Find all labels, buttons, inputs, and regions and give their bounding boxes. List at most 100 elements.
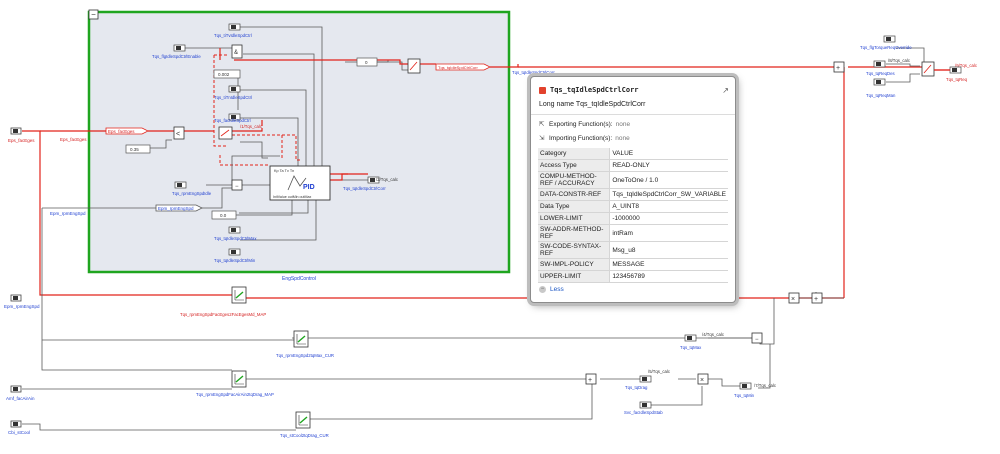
lookup-curve-tqMax[interactable]: Tqs_rpmEngSpd2tqMax_CUR <box>276 330 334 358</box>
subsystem-engspdcontrol[interactable]: − EngSpdControl <box>87 9 511 282</box>
input-tiTvIdleSpdCtrl[interactable]: Tqs_tiTvIdleSpdCtrl <box>214 23 252 38</box>
diagram-label: Tqs_facIdleSpdCtrl <box>214 118 251 123</box>
label-7-tqs-calc: /7/Tqs_calc <box>754 383 777 388</box>
property-value: Tqs_tqIdleSpdCtrlCorr_SW_VARIABLE <box>609 188 728 201</box>
exporting-value: none <box>615 120 631 128</box>
property-value: 123456789 <box>609 270 728 283</box>
signal-type-icon <box>539 86 546 94</box>
exporting-functions-row: ⇱ Exporting Function(s): none <box>531 117 735 131</box>
table-row: LOWER-LIMIT-1000000 <box>538 212 728 225</box>
input-tqIdleSpdCtrlMin[interactable]: Tqs_tqIdleSpdCtrlMin <box>214 248 256 263</box>
property-key: DATA-CONSTR-REF <box>538 188 611 201</box>
property-key: SW-ADDR-METHOD-REF <box>538 224 611 242</box>
input-tqReqDes[interactable]: Tqs_tqReqDes <box>866 60 895 76</box>
diagram-label: Tqs_flgIdleSpdCtrlEnable <box>152 54 201 59</box>
less-label: Less <box>550 286 564 293</box>
input-tqMax[interactable]: Tqs_tqMax <box>680 334 702 350</box>
input-facIdleSpdStab[interactable]: Svc_facIdleSpdStab <box>624 401 663 415</box>
signal-info-popup[interactable]: Tqs_tqIdleSpdCtrlCorr ↗ Long name Tqs_tq… <box>530 76 736 303</box>
long-name-label: Long name <box>539 101 575 108</box>
diagram-label: Tqs_tiTvIdleSpdCtrl <box>214 33 252 38</box>
constant-0-top[interactable]: 0 <box>356 57 378 67</box>
sum-block-drag[interactable]: + <box>585 373 597 385</box>
product-block-lower[interactable]: × <box>788 292 800 304</box>
input-amf-facAirAin[interactable]: Amf_facAirAin <box>6 385 35 401</box>
input-facIdleSpdCtrl[interactable]: Tqs_facIdleSpdCtrl <box>214 113 251 123</box>
diagram-label: − <box>235 184 239 190</box>
diagram-label: + <box>814 296 818 303</box>
long-name-row: Long name Tqs_tqIdleSpdCtrlCorr <box>531 97 735 112</box>
input-eps-facEges[interactable]: Eps_facEges <box>8 127 35 143</box>
property-key: Data Type <box>538 200 611 213</box>
diagram-label: 0.35 <box>130 147 139 152</box>
diagram-label: Tqs_rpmEngSpdIdle <box>172 191 212 196</box>
collapse-button[interactable] <box>88 9 99 20</box>
pid-block[interactable]: Kp Ta Tv Tn PID InitValue outMin outMax <box>269 165 331 201</box>
input-flgIdleSpdCtrlEnable[interactable]: Tqs_flgIdleSpdCtrlEnable <box>152 44 201 59</box>
output-tqMin[interactable]: Tqs_tqMin <box>734 382 755 398</box>
less-toggle-button[interactable]: − Less <box>531 283 735 296</box>
subsystem-label: EngSpdControl <box>282 276 316 282</box>
input-rpmEngSpdIdle[interactable]: Tqs_rpmEngSpdIdle <box>172 181 212 196</box>
sum-block-lower[interactable]: + <box>811 292 823 304</box>
input-tqDrag[interactable]: Tqs_tqDrag <box>625 375 652 390</box>
sum-block-rpm[interactable]: − <box>231 179 243 191</box>
diagram-label: Tqs_flgTorqueReqOverride <box>860 45 912 50</box>
input-epm-rpmEngSpd[interactable]: Epm_rpmEngSpd <box>4 294 40 309</box>
label-corr-above-popup: Tqs_tqIdleSpdCtrlCorr <box>512 70 555 75</box>
constant-0-002[interactable]: 0.002 <box>213 69 241 79</box>
diagram-label: Tqs_tqIdleSpdCtrlMin <box>214 258 256 263</box>
output-switch-block[interactable] <box>407 58 421 74</box>
outer-gray-wires <box>22 47 925 431</box>
product-block-drag[interactable]: × <box>697 373 709 385</box>
output-tqIdleSpdCtrlCorr[interactable]: Tqs_tqIdleSpdCtrlCorr <box>343 176 386 191</box>
constant-0-0[interactable]: 0.0 <box>211 210 237 220</box>
diagram-label: Tqs_tqReqDes <box>866 71 895 76</box>
switch-block[interactable] <box>218 126 233 140</box>
relational-operator-block[interactable]: < <box>173 126 185 140</box>
diagram-label: < <box>176 131 180 138</box>
input-tiTnIdleSpdCtrl[interactable]: Tqs_tiTnIdleSpdCtrl <box>214 85 252 100</box>
diagram-label: 0 <box>365 60 368 65</box>
import-arrow-icon: ⇲ <box>539 135 545 142</box>
diagram-label: + <box>836 65 840 72</box>
lookup-curve-stCool[interactable]: Tqs_stCool2tqDrag_CUR <box>280 411 329 438</box>
diagram-label: Epm_rpmEngSpd <box>4 304 40 309</box>
diagram-label: Tqs_tqMax <box>680 345 702 350</box>
diagram-label: Tqs_rpmEngSpd2tqMax_CUR <box>276 353 334 358</box>
sum-block-tqMax[interactable]: − <box>751 332 763 344</box>
signal-tag-tqidle-out: Tqs_tqIdleSpdCtrlCorr <box>435 63 491 71</box>
input-tqReqMan[interactable]: Tqs_tqReqMan <box>866 78 896 98</box>
input-tqIdleSpdCtrlMax[interactable]: Tqs_tqIdleSpdCtrlMax <box>214 226 257 241</box>
override-switch-block[interactable] <box>921 61 935 77</box>
constant-0-35[interactable]: 0.35 <box>125 144 151 154</box>
diagram-label: Tqs_tqIdleSpdCtrlCorr <box>438 65 478 70</box>
diagram-label: Kp Ta Tv Tn <box>274 169 294 173</box>
and-block[interactable]: & <box>231 44 243 59</box>
diagram-label: 0.002 <box>218 72 230 77</box>
label-8-tqs-calc: /8/Tqs_calc <box>888 58 911 63</box>
sum-block-right-top[interactable]: + <box>833 61 845 73</box>
lookup-map-facEges[interactable]: Tqs_rpmEngSpdFacEges2FacEgesMd_MAP <box>180 286 266 317</box>
diagram-label: − <box>755 337 759 343</box>
diagram-label: Eps_facEges <box>60 137 87 142</box>
input-cbi-stCool[interactable]: Cbi_stCool <box>8 420 30 435</box>
importing-value: none <box>615 134 630 142</box>
collapse-circle-icon: − <box>539 286 546 293</box>
input-flgTorqueReqOverride[interactable]: Tqs_flgTorqueReqOverride <box>860 35 912 50</box>
export-arrow-icon: ⇱ <box>539 121 545 128</box>
importing-label: Importing Function(s): <box>549 134 613 142</box>
property-key: LOWER-LIMIT <box>538 212 611 225</box>
diagram-label: + <box>588 377 592 384</box>
output-tqReq[interactable]: Tqs_tqReq <box>946 66 968 82</box>
lookup-map-tqDrag[interactable]: Tqs_rpmEngSpdFacAirAin2tqDrag_MAP <box>196 370 274 397</box>
external-link-icon[interactable]: ↗ <box>722 85 729 95</box>
diagram-label: Epm_rpmEngSpd <box>158 206 194 211</box>
signal-tag-eps: Eps_facEges Eps_facEges <box>60 127 149 142</box>
property-key: COMPU-METHOD-REF / ACCURACY <box>538 171 611 189</box>
